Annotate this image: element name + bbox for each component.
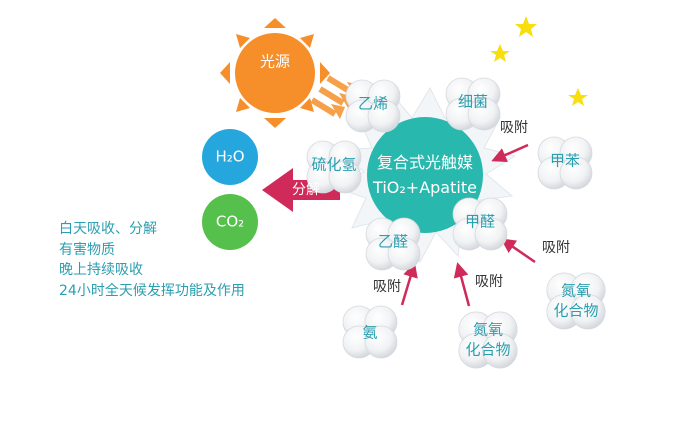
formaldehyde-cluster: [452, 197, 508, 251]
molecule-nox-bottom-line1: 氮氧: [472, 320, 504, 339]
note-line: 有害物质: [59, 241, 115, 258]
water-sphere: [202, 129, 258, 185]
molecule-acetaldehyde: 乙醛: [377, 232, 409, 251]
catalyst-title: 复合式光触媒: [376, 153, 474, 172]
molecule-toluene: 甲苯: [549, 151, 581, 170]
co2-label: CO₂: [215, 212, 245, 231]
molecule-formaldehyde: 甲醛: [464, 212, 496, 231]
ammonia-cluster: [342, 305, 398, 359]
adsorb-label-nox-right: 吸附: [542, 240, 570, 256]
sun-icon: [220, 18, 330, 128]
photocatalyst-core: [367, 117, 483, 233]
bacteria-cluster: [445, 77, 501, 131]
star-icon: [568, 88, 588, 106]
decompose-arrow: [262, 168, 340, 212]
adsorb-label-toluene: 吸附: [500, 120, 528, 136]
molecule-nox-bottom-line2: 化合物: [465, 340, 511, 359]
note-line: 晚上持续吸收: [59, 262, 143, 278]
water-label: H₂O: [215, 147, 245, 166]
nox-right-cluster: [546, 272, 606, 330]
adsorb-label-nox-bottom: 吸附: [475, 274, 503, 290]
moon-icon: [541, 34, 592, 88]
adsorb-arrow: [500, 238, 536, 264]
adsorb-arrow: [453, 262, 471, 307]
star-icon: [515, 16, 537, 37]
nox-bottom-cluster: [458, 311, 518, 369]
catalyst-formula: TiO₂+Apatite: [373, 178, 477, 197]
adsorb-label-ammonia: 吸附: [373, 279, 401, 295]
toluene-cluster: [537, 136, 593, 190]
molecule-nox-right-line1: 氮氧: [560, 281, 592, 300]
adsorb-arrow: [400, 262, 418, 306]
sun-label: 光源: [259, 52, 291, 71]
molecule-ammonia: 氨: [362, 323, 378, 342]
co2-sphere: [202, 194, 258, 250]
decompose-label: 分解: [292, 182, 320, 198]
note-line: 白天吸收、分解: [59, 221, 157, 237]
acetaldehyde-cluster: [365, 217, 421, 271]
molecule-ethylene: 乙烯: [357, 94, 389, 113]
molecule-bacteria: 细菌: [457, 92, 489, 111]
adsorb-arrow: [491, 143, 529, 163]
star-icon: [490, 44, 510, 62]
h2s-cluster: [306, 140, 362, 194]
ethylene-cluster: [345, 79, 401, 133]
molecule-nox-right-line2: 化合物: [553, 301, 599, 320]
molecule-h2s: 硫化氢: [311, 155, 357, 174]
feature-notes: 白天吸收、分解 有害物质 晚上持续吸收 24小时全天候发挥功能及作用: [59, 219, 245, 301]
note-line: 24小时全天候发挥功能及作用: [59, 282, 245, 299]
